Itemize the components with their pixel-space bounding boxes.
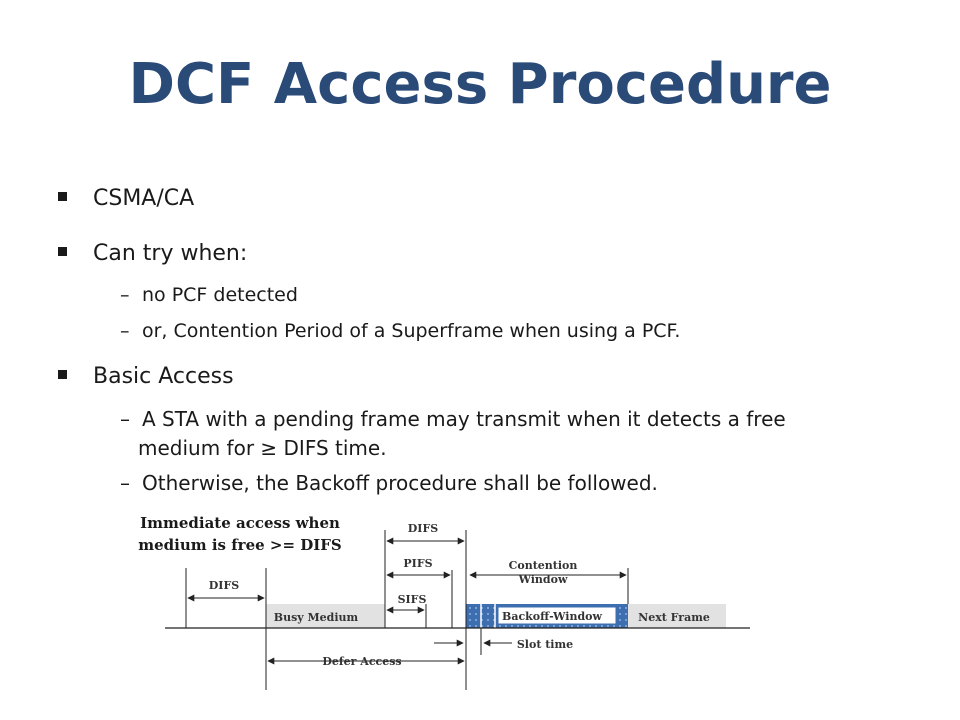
dash-icon: – <box>120 471 130 495</box>
bullet-label: Can try when: <box>93 241 248 266</box>
bullet-label: Basic Access <box>93 364 234 389</box>
square-bullet-icon <box>58 246 67 256</box>
dash-icon: – <box>120 407 130 431</box>
page-title: DCF Access Procedure <box>128 52 832 117</box>
busy-medium-block <box>266 604 385 628</box>
defer-access-label: Defer Access <box>322 655 401 668</box>
bullet-csma-ca: CSMA/CA <box>58 186 194 211</box>
contention-label-line1: Contention <box>509 559 578 572</box>
sub-item: –or, Contention Period of a Superframe w… <box>120 320 681 342</box>
slot-time-label: Slot time <box>517 638 573 651</box>
sub-item: –A STA with a pending frame may transmit… <box>120 407 786 431</box>
backoff-window-box <box>497 606 617 625</box>
pifs-label: PIFS <box>403 557 432 570</box>
bullet-can-try-when: Can try when: <box>58 241 247 266</box>
sifs-label: SIFS <box>398 593 427 606</box>
sub-item: –Otherwise, the Backoff procedure shall … <box>120 471 658 495</box>
square-bullet-icon <box>58 191 67 201</box>
diagram-caption-line1: Immediate access when <box>140 514 340 532</box>
diagram-caption-line2: medium is free >= DIFS <box>138 536 342 554</box>
square-bullet-icon <box>58 369 67 379</box>
next-frame-block <box>628 604 726 628</box>
busy-medium-label: Busy Medium <box>274 611 359 624</box>
difs-left-label: DIFS <box>209 579 239 592</box>
sub-item: –no PCF detected <box>120 284 298 306</box>
backoff-window-label: Backoff-Window <box>502 610 602 623</box>
bullet-basic-access: Basic Access <box>58 364 234 389</box>
next-frame-label: Next Frame <box>638 611 710 624</box>
contention-label-line2: Window <box>518 573 568 586</box>
difs-top-label: DIFS <box>408 522 438 535</box>
bullet-label: CSMA/CA <box>93 186 195 211</box>
dash-icon: – <box>120 284 130 306</box>
sub-item-continuation: medium for ≥ DIFS time. <box>138 436 387 460</box>
dash-icon: – <box>120 320 130 342</box>
